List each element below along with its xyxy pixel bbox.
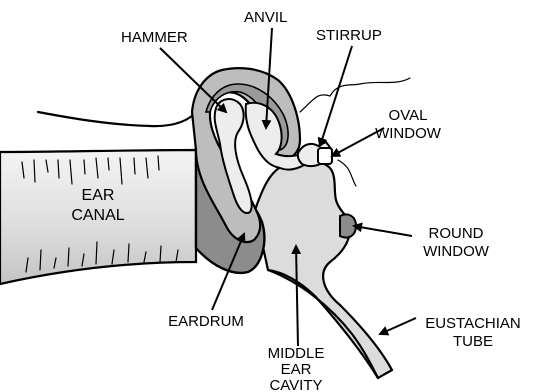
eustachian-tube-arrow xyxy=(380,318,416,334)
eustachian-tube-label-line1: EUSTACHIAN xyxy=(425,315,521,332)
stirrup-label: STIRRUP xyxy=(316,27,382,44)
oval-window-label-line1: OVAL xyxy=(389,107,428,124)
eustachian-tube-label-line2: TUBE xyxy=(453,333,493,350)
eardrum-label: EARDRUM xyxy=(168,313,244,330)
skin-line-upper xyxy=(38,110,198,126)
ear-canal-label-line1: EAR xyxy=(82,187,115,204)
anvil-label: ANVIL xyxy=(244,9,287,26)
round-window-label-line1: ROUND xyxy=(429,225,484,242)
oval-window-shape xyxy=(318,148,332,164)
oval-window-label-line2: WINDOW xyxy=(375,125,442,142)
ear-canal-label-line2: CANAL xyxy=(71,207,124,224)
middle-ear-cavity-label-line3: CAVITY xyxy=(269,377,322,392)
middle-ear-cavity-label-line2: EAR xyxy=(281,361,312,378)
hammer-label: HAMMER xyxy=(121,29,188,46)
round-window-shape xyxy=(340,214,356,237)
stirrup-arrow xyxy=(320,46,352,146)
skin-line-lower-right xyxy=(338,160,356,186)
round-window-label-line2: WINDOW xyxy=(423,243,490,260)
middle-ear-cavity-label-line1: MIDDLE xyxy=(268,345,325,362)
round-window-arrow xyxy=(354,226,412,236)
